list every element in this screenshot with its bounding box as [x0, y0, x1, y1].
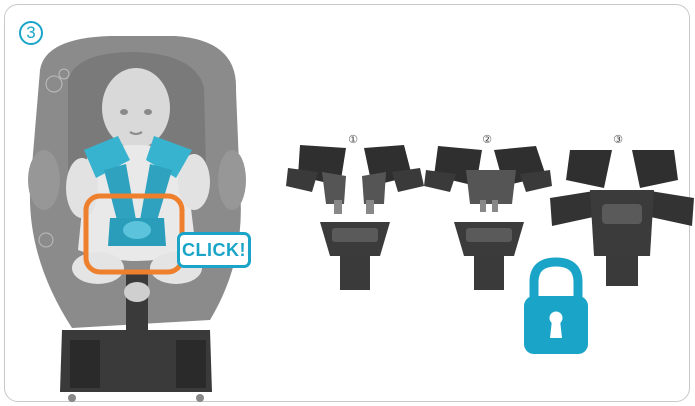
padlock-icon [524, 262, 588, 354]
click-label: CLICK! [177, 232, 251, 268]
step-number-badge: 3 [19, 21, 43, 45]
substep-label-1: ① [345, 133, 361, 147]
substep-label-3: ③ [610, 133, 626, 147]
buckle-stage-1 [286, 145, 424, 290]
substep-label-2: ② [479, 133, 495, 147]
car-seat-illustration [28, 36, 246, 402]
